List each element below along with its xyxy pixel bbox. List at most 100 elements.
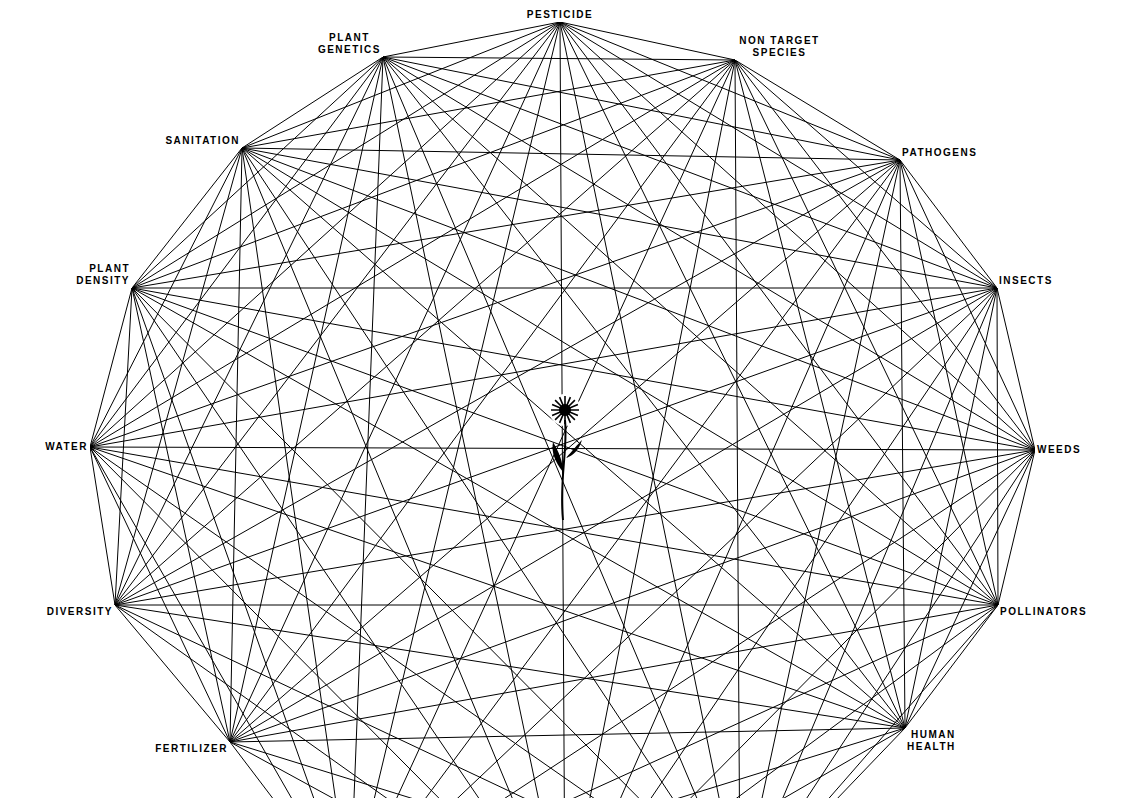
factor-name: FERTILIZER [154, 743, 228, 755]
connector-line [115, 288, 997, 605]
off-canvas-line [90, 447, 740, 798]
factor-label: PLANT GENETICS [316, 31, 383, 57]
connector-line [242, 148, 1035, 450]
factor-label: PATHOGENS [900, 146, 981, 160]
connector-line [90, 447, 230, 742]
connector-line [905, 605, 998, 728]
off-canvas-line [350, 605, 998, 798]
factor-label: DIVERSITY [43, 605, 115, 619]
connector-line [905, 288, 997, 728]
off-canvas-line [740, 450, 1035, 798]
connector-line [132, 160, 900, 288]
factor-name: SANITATION [164, 135, 240, 147]
connector-line [132, 288, 1035, 450]
off-canvas-line [132, 288, 350, 798]
connector-line [230, 22, 560, 742]
connector-line [900, 160, 905, 728]
connector-line [115, 148, 242, 605]
off-canvas-line [115, 605, 565, 798]
connector-line [115, 605, 230, 742]
factor-label: SANITATION [162, 134, 242, 148]
connector-line [90, 22, 560, 447]
connector-line [230, 728, 905, 742]
off-canvas-line [350, 450, 1035, 798]
off-canvas-line [560, 22, 740, 798]
off-canvas-line [230, 742, 565, 798]
connector-line [383, 57, 735, 60]
connector-line [132, 22, 560, 288]
off-canvas-line [350, 728, 905, 798]
connector-line [900, 160, 998, 605]
connector-line [132, 288, 997, 289]
factor-label: PLANT DENSITY [74, 262, 132, 288]
flower-center [559, 404, 571, 416]
connector-line [90, 447, 1035, 450]
connector-line [560, 22, 998, 605]
connector-line [735, 60, 905, 728]
connector-line [90, 60, 735, 447]
connector-line [115, 288, 132, 605]
connector-line [998, 450, 1035, 605]
connector-line [115, 160, 900, 605]
connector-line [735, 60, 900, 160]
off-canvas-line [565, 728, 905, 798]
connector-line [115, 60, 735, 605]
connector-line [132, 288, 998, 605]
flower-leaf [552, 442, 563, 472]
factor-label: INSECTS [997, 274, 1056, 288]
connector-line [560, 22, 735, 60]
connector-line [132, 60, 735, 288]
connector-line [230, 288, 997, 742]
off-canvas-line [740, 605, 998, 798]
connector-line [383, 57, 997, 288]
factor-name: NON TARGET SPECIES [737, 35, 822, 59]
factor-name: WATER [44, 441, 88, 453]
connector-line [132, 57, 383, 288]
connector-line [242, 148, 900, 160]
factor-label: WEEDS [1035, 443, 1085, 457]
connector-line [997, 288, 998, 605]
off-canvas-line [565, 605, 998, 798]
connector-line [242, 57, 383, 148]
factor-name: DIVERSITY [45, 606, 113, 618]
connector-line [242, 148, 905, 728]
connector-line [132, 288, 905, 728]
off-canvas-line [90, 447, 565, 798]
off-canvas-line [740, 728, 905, 798]
off-canvas-line [565, 288, 997, 798]
connector-line [132, 148, 242, 288]
connector-line [242, 148, 998, 605]
factor-label: WATER [42, 440, 90, 454]
connector-line [115, 450, 1035, 605]
connector-line [90, 447, 115, 605]
connector-line [735, 60, 1035, 450]
flower-petals [551, 396, 579, 424]
flower-group [549, 394, 582, 520]
connector-line [230, 160, 900, 742]
factor-name: PLANT GENETICS [318, 32, 381, 56]
connector-line [132, 288, 230, 742]
connector-line [383, 22, 560, 57]
off-canvas-line [230, 742, 350, 798]
connector-line [90, 148, 242, 447]
off-canvas-line [132, 288, 740, 798]
connector-line [383, 57, 905, 728]
connector-line [230, 60, 735, 742]
factor-label: FERTILIZER [152, 742, 230, 756]
connector-line [997, 288, 1035, 450]
factor-label: NON TARGET SPECIES [735, 34, 824, 60]
connector-group [90, 22, 1035, 742]
off-canvas-line [230, 742, 740, 798]
connector-line [90, 447, 998, 605]
factor-name: WEEDS [1037, 444, 1083, 456]
off-canvas-line [350, 60, 735, 798]
connector-line [90, 288, 997, 447]
connector-line [230, 148, 242, 742]
connector-line [735, 60, 997, 288]
off-canvas-line [735, 60, 740, 798]
connector-line [90, 447, 905, 728]
off-canvas-line [90, 447, 350, 798]
